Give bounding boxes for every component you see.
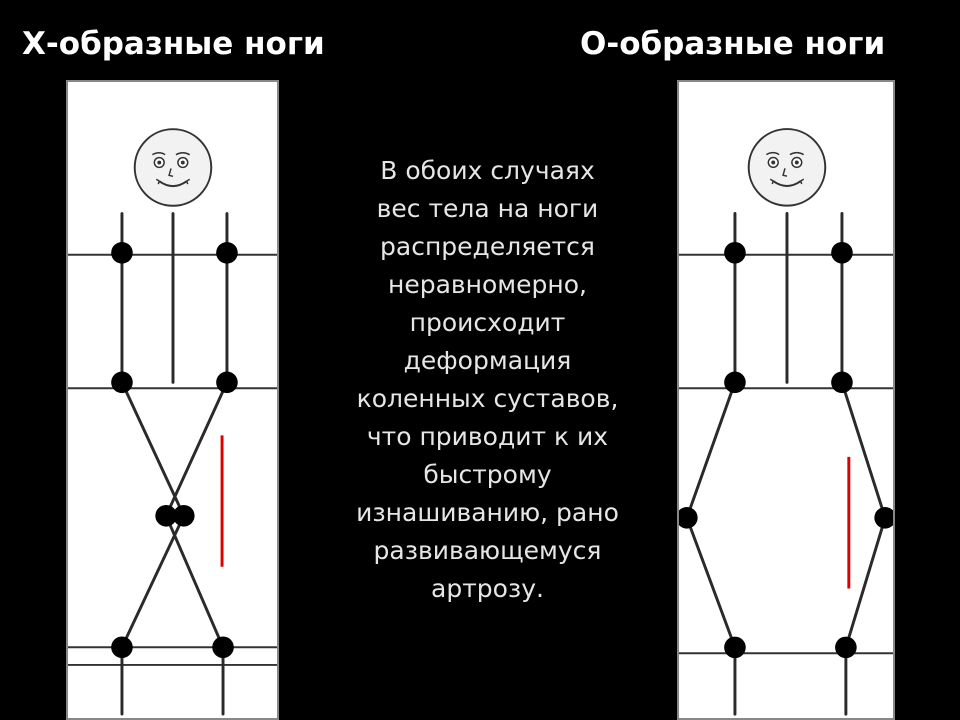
joints [111, 242, 238, 659]
left-mid-joint [155, 504, 177, 527]
right-knee-joint [216, 371, 238, 394]
left-brow [152, 151, 166, 156]
description-line: коленных суставов, [356, 384, 619, 413]
right-mid-joint [874, 507, 893, 529]
mouth [772, 180, 802, 187]
description-line: деформация [403, 346, 572, 375]
o-legs-title: О-образные ноги [580, 26, 886, 62]
description-line: развивающемуся [373, 536, 602, 565]
description-line: В обоих случаях [380, 156, 595, 185]
right-lower-shin [844, 516, 887, 649]
right-upper-shin [164, 380, 229, 518]
o-legs-diagram [679, 128, 893, 716]
description-line: неравномерно, [388, 270, 587, 299]
x-legs-figure-panel [66, 80, 279, 720]
right-knee-joint [831, 371, 853, 394]
right-mid-joint [172, 504, 195, 527]
left-mid-joint [679, 507, 698, 529]
right-lower-shin [120, 514, 186, 649]
left-upper-shin [120, 380, 186, 518]
left-ankle-joint [724, 636, 746, 659]
left-upper-shin [685, 380, 737, 520]
x-legs-diagram [68, 128, 277, 716]
right-upper-shin [840, 380, 887, 520]
left-lower-shin [685, 516, 737, 649]
nose [168, 168, 174, 177]
right-hip-joint [216, 242, 238, 264]
left-hip-joint [111, 242, 133, 264]
head-circle [133, 128, 213, 207]
description-line: что приводит к их [366, 422, 609, 451]
right-brow [789, 151, 805, 156]
skeleton-lines [685, 212, 887, 716]
mouth [158, 180, 188, 188]
description-line: изнашиванию, рано [356, 498, 619, 527]
description-line: вес тела на ноги [376, 194, 599, 223]
left-knee-joint [724, 371, 746, 394]
left-hip-joint [724, 241, 746, 264]
nose [782, 168, 788, 177]
skeleton-lines [120, 212, 229, 716]
left-knee-joint [111, 371, 133, 394]
description-line: артрозу. [431, 574, 544, 603]
right-ankle-joint [835, 636, 857, 659]
right-ankle-joint [212, 636, 234, 659]
left-brow [766, 151, 780, 156]
face-icon [747, 128, 827, 207]
right-hip-joint [831, 241, 853, 264]
left-lower-shin [164, 514, 225, 649]
head-circle [747, 128, 827, 207]
description-text: В обоих случаях вес тела на ноги распред… [315, 152, 660, 608]
description-line: быстрому [423, 460, 552, 489]
description-line: происходит [409, 308, 566, 337]
x-legs-title: Х-образные ноги [22, 26, 325, 62]
joints [679, 241, 893, 659]
description-line: распределяется [380, 232, 595, 261]
face-icon [133, 128, 213, 207]
left-ankle-joint [111, 636, 133, 659]
right-brow [175, 151, 191, 156]
o-legs-figure-panel [677, 80, 895, 720]
